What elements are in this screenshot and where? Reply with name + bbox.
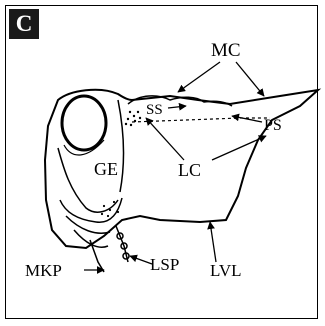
label-mkp: MKP [25, 261, 62, 280]
label-mc: MC [211, 40, 241, 61]
label-lvl: LVL [210, 261, 242, 280]
label-lsp: LSP [150, 255, 179, 274]
label-ps: PS [264, 117, 282, 134]
compound-eye [62, 96, 106, 150]
label-ge: GE [94, 159, 118, 179]
sensory-stipple [125, 111, 141, 126]
mouthparts [60, 198, 129, 272]
dorsal-lobes [128, 96, 232, 106]
gena-contour [58, 148, 118, 212]
label-ss: SS [146, 102, 163, 118]
gena-contour-2 [118, 100, 124, 192]
label-lc: LC [178, 160, 201, 180]
